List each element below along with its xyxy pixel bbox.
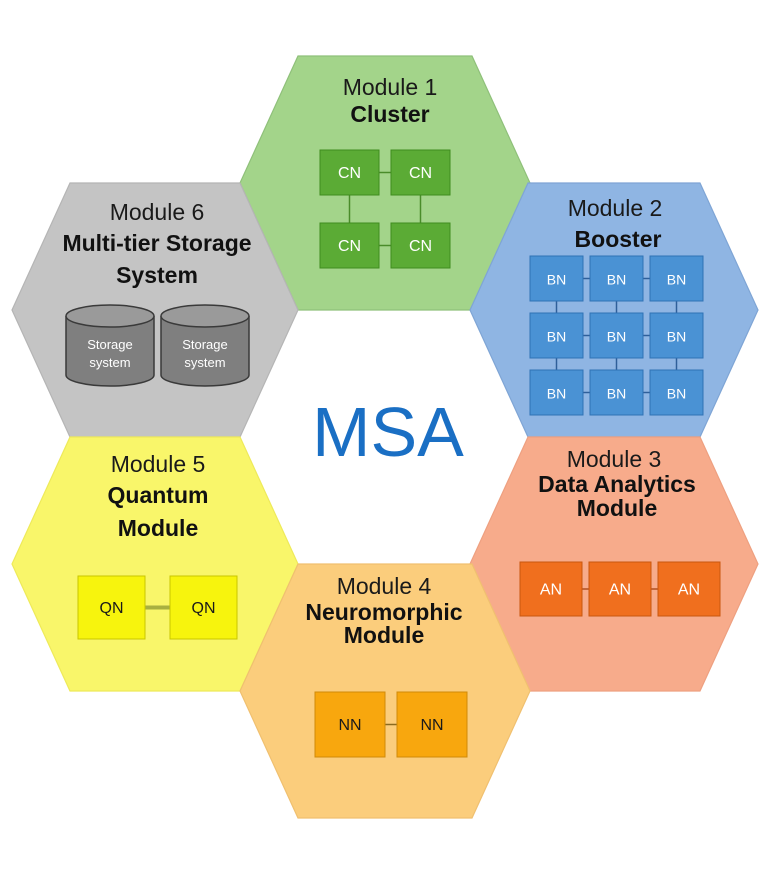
storage-label-line1: Storage — [182, 337, 228, 352]
cn-node-4: CN — [390, 222, 451, 269]
storage-label-line1: Storage — [87, 337, 133, 352]
cn-node-label: CN — [338, 238, 361, 255]
bn-node-box — [529, 369, 584, 416]
bn-node-box — [649, 312, 704, 359]
an-node-2: AN — [588, 561, 652, 617]
an-node-box — [519, 561, 583, 617]
cn-node-box — [319, 222, 380, 269]
nn-node-1: NN — [314, 691, 386, 758]
storage-cylinder-body — [65, 316, 155, 387]
bn-node-box — [589, 369, 644, 416]
qn-node-box — [169, 575, 238, 640]
cn-node-label: CN — [338, 165, 361, 182]
bn-node-box — [649, 369, 704, 416]
module3-name-line2: Module — [577, 495, 658, 521]
module4-name-line2: Module — [344, 622, 425, 648]
cn-node-2: CN — [390, 149, 451, 196]
module2-number: Module 2 — [568, 195, 663, 221]
module3-number: Module 3 — [567, 446, 662, 472]
bn-node-6: BN — [649, 312, 704, 359]
storage-cylinder-1: Storage system — [65, 304, 155, 387]
cn-node-3: CN — [319, 222, 380, 269]
module1-number: Module 1 — [343, 74, 438, 100]
cn-node-box — [390, 222, 451, 269]
module1-name: Cluster — [350, 101, 429, 127]
nn-node-2: NN — [396, 691, 468, 758]
center-label: MSA — [312, 393, 464, 471]
module6-storage: Storage system Storage system — [65, 304, 250, 387]
nn-node-box — [314, 691, 386, 758]
an-node-label: AN — [678, 582, 700, 599]
an-node-box — [588, 561, 652, 617]
storage-label-line2: system — [184, 355, 225, 370]
module5-nodes: QN QN — [77, 575, 238, 640]
bn-node-box — [589, 255, 644, 302]
storage-cylinder-body — [160, 316, 250, 387]
module2-name: Booster — [575, 226, 662, 252]
nn-node-label: NN — [420, 717, 443, 734]
bn-node-label: BN — [607, 272, 626, 288]
bn-node-label: BN — [667, 329, 686, 345]
module4-nodes: NN NN — [314, 691, 468, 758]
module3-nodes: AN AN AN — [519, 561, 721, 617]
qn-node-label: QN — [192, 600, 216, 617]
module6-number: Module 6 — [110, 199, 205, 225]
an-node-label: AN — [609, 582, 631, 599]
bn-node-label: BN — [547, 386, 566, 402]
module5-name-line2: Module — [118, 515, 199, 541]
storage-cylinder-top — [160, 304, 250, 328]
bn-node-box — [649, 255, 704, 302]
qn-node-label: QN — [100, 600, 124, 617]
cn-node-box — [390, 149, 451, 196]
module6-name-line1: Multi-tier Storage — [62, 230, 251, 256]
an-node-3: AN — [657, 561, 721, 617]
bn-node-label: BN — [667, 272, 686, 288]
an-node-1: AN — [519, 561, 583, 617]
cn-node-box — [319, 149, 380, 196]
storage-cylinder-2: Storage system — [160, 304, 250, 387]
module3-name-line1: Data Analytics — [538, 471, 696, 497]
nn-node-label: NN — [338, 717, 361, 734]
bn-node-7: BN — [529, 369, 584, 416]
module5-name-line1: Quantum — [108, 482, 209, 508]
bn-node-8: BN — [589, 369, 644, 416]
storage-label-line2: system — [89, 355, 130, 370]
bn-node-2: BN — [589, 255, 644, 302]
bn-node-9: BN — [649, 369, 704, 416]
bn-node-label: BN — [667, 386, 686, 402]
bn-node-label: BN — [607, 329, 626, 345]
bn-node-label: BN — [607, 386, 626, 402]
nn-node-box — [396, 691, 468, 758]
qn-node-1: QN — [77, 575, 146, 640]
module6-name-line2: System — [116, 262, 198, 288]
storage-cylinder-top — [65, 304, 155, 328]
module2-nodes: BN BN BN BN BN BN BN BN BN — [529, 255, 704, 416]
bn-node-3: BN — [649, 255, 704, 302]
bn-node-label: BN — [547, 329, 566, 345]
bn-node-5: BN — [589, 312, 644, 359]
cn-node-label: CN — [409, 165, 432, 182]
an-node-box — [657, 561, 721, 617]
bn-node-4: BN — [529, 312, 584, 359]
module4-name-line1: Neuromorphic — [305, 599, 462, 625]
module1-nodes: CN CN CN CN — [319, 149, 451, 269]
an-node-label: AN — [540, 582, 562, 599]
bn-node-1: BN — [529, 255, 584, 302]
cn-node-label: CN — [409, 238, 432, 255]
bn-node-box — [589, 312, 644, 359]
bn-node-label: BN — [547, 272, 566, 288]
module4-number: Module 4 — [337, 573, 432, 599]
cn-node-1: CN — [319, 149, 380, 196]
module5-number: Module 5 — [111, 451, 206, 477]
bn-node-box — [529, 255, 584, 302]
bn-node-box — [529, 312, 584, 359]
qn-node-box — [77, 575, 146, 640]
qn-node-2: QN — [169, 575, 238, 640]
